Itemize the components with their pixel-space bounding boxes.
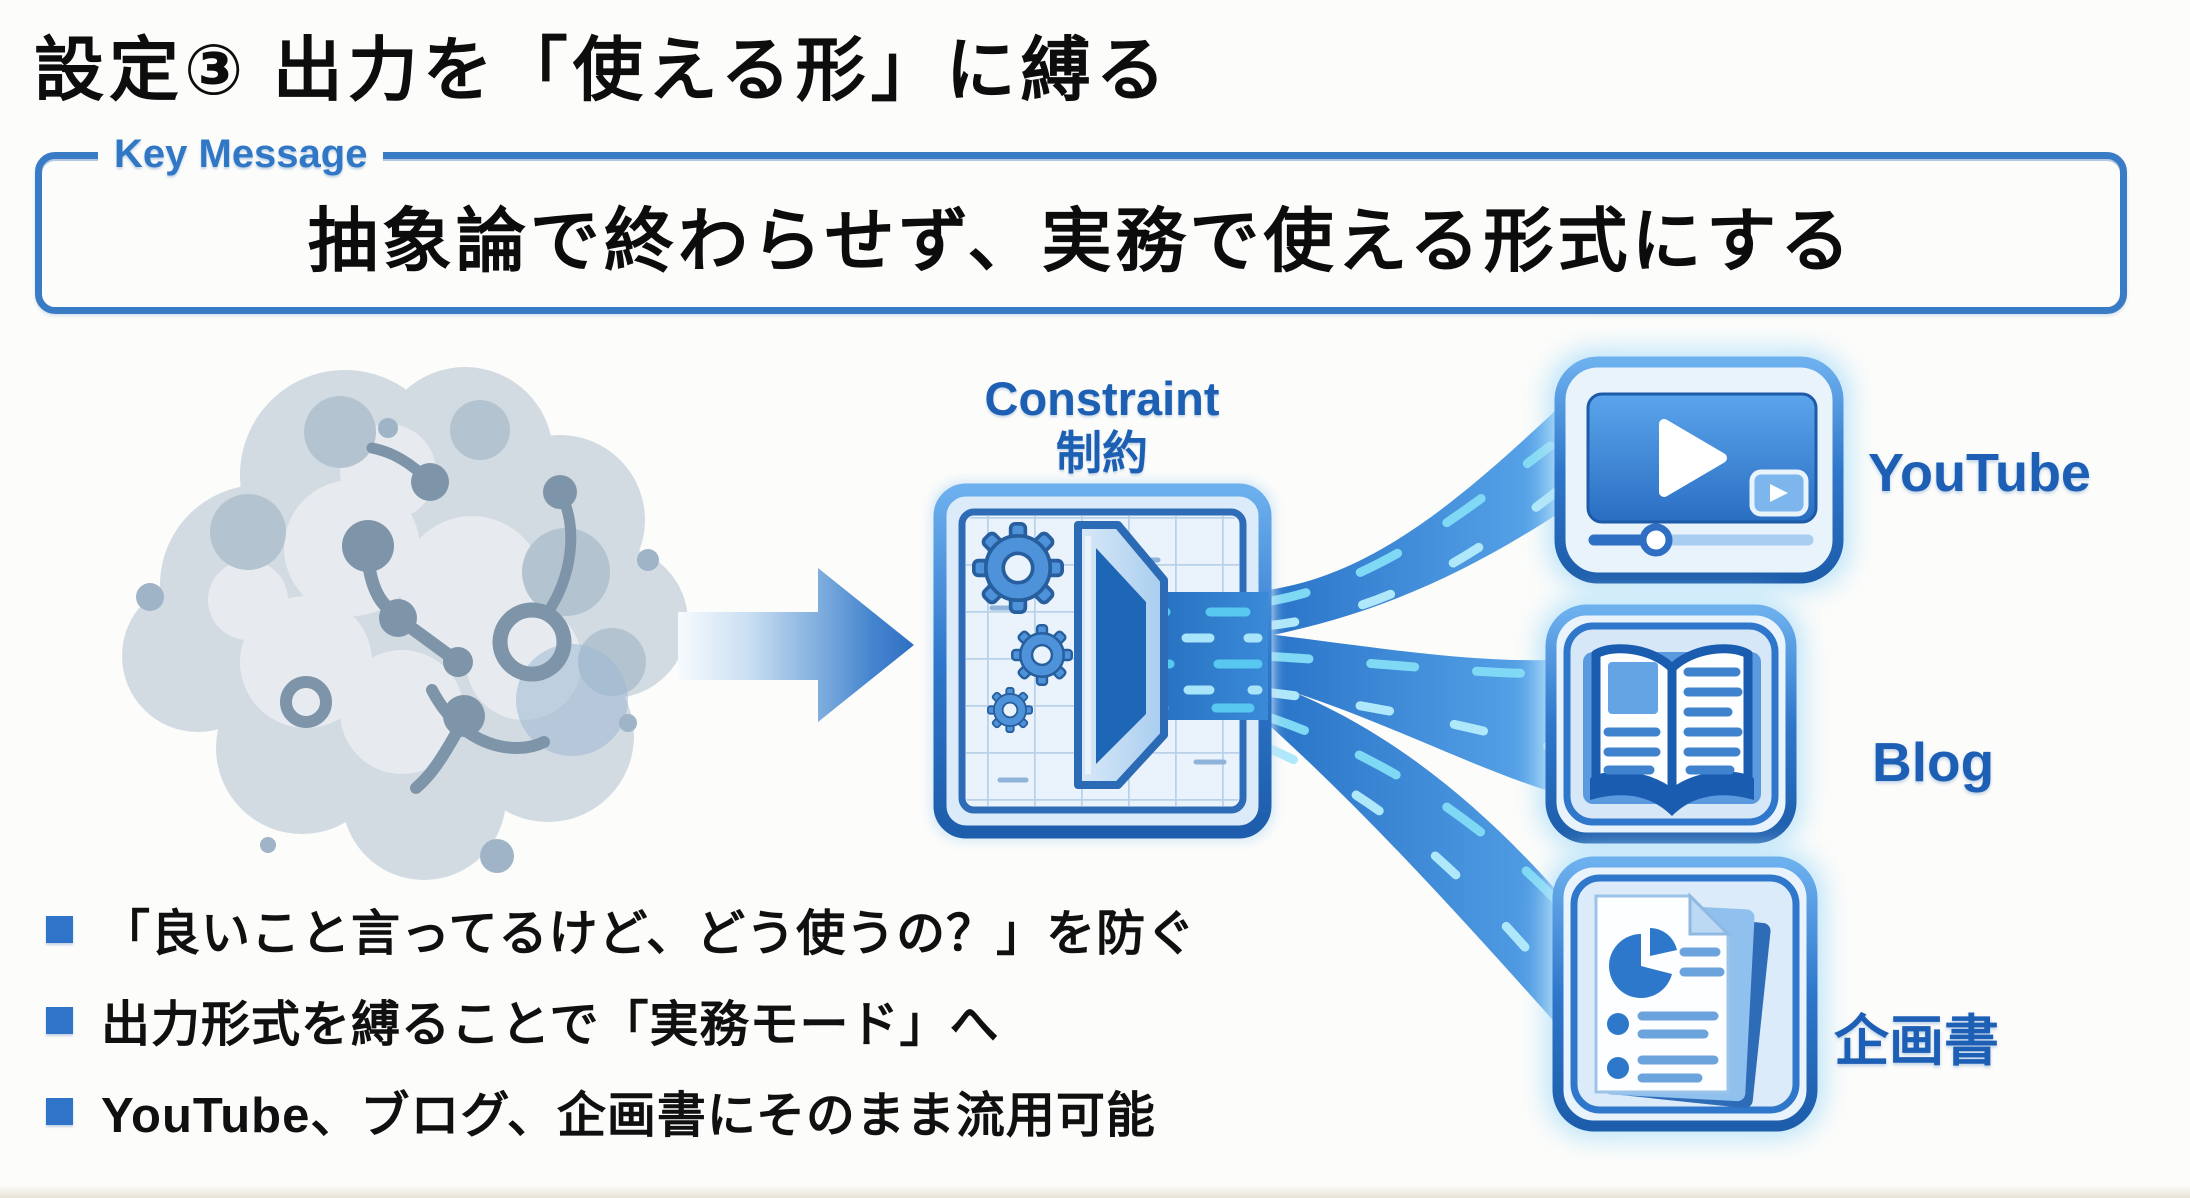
open-book-icon [1539, 598, 1803, 850]
output-streams [1260, 410, 1602, 1075]
constraint-label-ja: 制約 [1056, 426, 1148, 479]
output-label-blog: Blog [1872, 731, 1995, 793]
bullet-square-icon [46, 915, 73, 943]
output-label-youtube: YouTube [1868, 443, 2091, 503]
list-item: YouTube、ブログ、企画書にそのまま流用可能 [46, 1080, 1546, 1143]
bullet-list: 「良いこと言ってるけど、どう使うの？」を防ぐ 出力形式を縛ることで「実務モード」… [46, 898, 1546, 1171]
bottom-edge-shade [0, 1185, 2190, 1198]
video-player-icon [1548, 350, 1850, 590]
bullet-text: YouTube、ブログ、企画書にそのまま流用可能 [101, 1088, 1156, 1143]
key-message-box: Key Message 抽象論で終わらせず、実務で使える形式にする [35, 132, 2127, 314]
key-message-text: 抽象論で終わらせず、実務で使える形式にする [307, 201, 1855, 280]
key-message-label: Key Message [98, 132, 384, 177]
constraint-label-en: Constraint [984, 372, 1220, 425]
output-label-proposal: 企画書 [1834, 1010, 2000, 1072]
bullet-square-icon [46, 1097, 73, 1125]
ai-cloud-icon [122, 367, 688, 880]
list-item: 「良いこと言ってるけど、どう使うの？」を防ぐ [46, 898, 1546, 961]
proposal-document-icon [1546, 850, 1824, 1138]
bullet-text: 出力形式を縛ることで「実務モード」へ [101, 997, 1000, 1052]
page-title: 設定③ 出力を「使える形」に縛る [34, 31, 1171, 109]
bullet-square-icon [46, 1006, 73, 1034]
bullet-text: 「良いこと言ってるけど、どう使うの？」を防ぐ [101, 906, 1197, 961]
constraint-label: Constraint 制約 [942, 372, 1262, 480]
flow-arrow-icon [678, 568, 914, 722]
list-item: 出力形式を縛ることで「実務モード」へ [46, 989, 1546, 1052]
constraint-filter-icon [932, 482, 1273, 840]
